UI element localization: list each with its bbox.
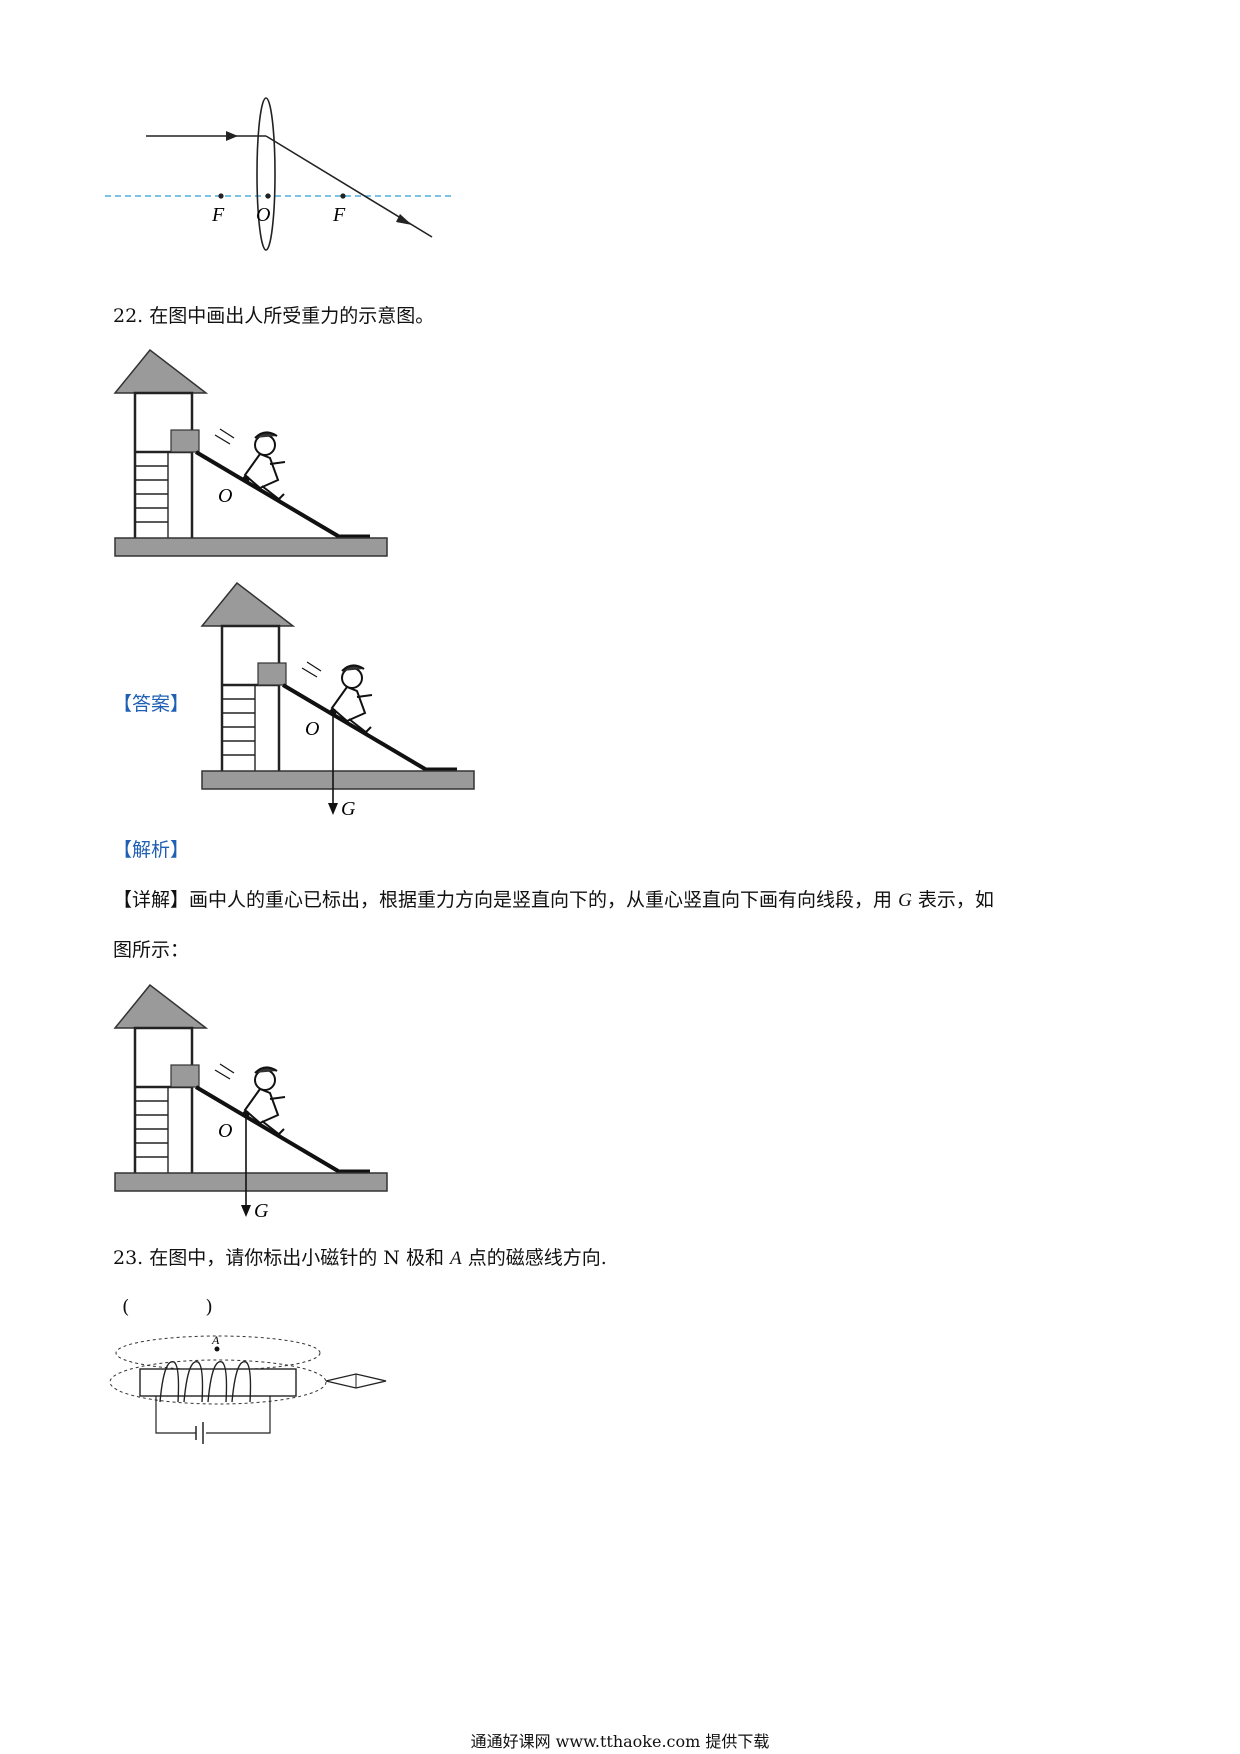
- slide-figure-answer: O G: [200, 581, 475, 820]
- tower-roof: [113, 983, 209, 1029]
- tower-ladder: [222, 685, 256, 772]
- focus-left-label: F: [211, 204, 225, 226]
- slide-surface: [194, 450, 340, 538]
- analysis-tag: 【解析】: [113, 839, 190, 861]
- slide-surface: [194, 1085, 340, 1173]
- question-text-before: 在图中，请你标出小磁针的 N 极和: [149, 1247, 444, 1269]
- tower-roof: [113, 348, 209, 394]
- question-22: 22. 在图中画出人所受重力的示意图。: [113, 303, 434, 329]
- sliding-person: [301, 661, 373, 734]
- detail-line-2: 图所示：: [113, 939, 190, 961]
- lens-ray-diagram: F O F: [105, 97, 455, 251]
- force-label: G: [254, 1200, 269, 1222]
- solenoid-coil: [159, 1361, 252, 1403]
- refracted-ray-arrow: [396, 214, 412, 225]
- tower-ladder: [135, 1087, 169, 1174]
- question-text: 在图中画出人所受重力的示意图。: [149, 305, 435, 327]
- point-label: O: [218, 1120, 232, 1142]
- detail-line-1: 【详解】画中人的重心已标出，根据重力方向是竖直向下的，从重心竖直向下画有向线段，…: [113, 887, 994, 914]
- question-23: 23. 在图中，请你标出小磁针的 N 极和 A 点的磁感线方向.: [113, 1245, 607, 1272]
- question-number: 22.: [113, 305, 144, 327]
- detail-text-before: 画中人的重心已标出，根据重力方向是竖直向下的，从重心竖直向下画有向线段，用: [189, 889, 893, 911]
- detail-symbol: G: [898, 890, 912, 911]
- slide-figure-question: O: [113, 348, 388, 557]
- circuit-wires: [155, 1396, 271, 1444]
- slide-surface: [281, 683, 427, 771]
- tower-ladder: [135, 452, 169, 539]
- detail-tag: 【详解】: [113, 889, 190, 911]
- convex-lens: [256, 97, 276, 251]
- answer-tag: 【答案】: [113, 693, 190, 715]
- answer-blank: ( ): [122, 1296, 213, 1318]
- point-a-label: A: [211, 1333, 220, 1347]
- field-line-upper: [115, 1335, 321, 1371]
- gravity-arrow-head: [328, 803, 338, 815]
- focus-left-dot: [218, 193, 224, 199]
- focus-right-dot: [340, 193, 346, 199]
- sliding-person: [214, 1063, 286, 1136]
- detail-text-after: 表示，如: [917, 889, 994, 911]
- page-footer: 通通好课网 www.tthaoke.com 提供下载: [470, 1732, 770, 1751]
- focus-right-label: F: [332, 204, 346, 226]
- force-label: G: [341, 798, 356, 820]
- solenoid-core: [139, 1368, 297, 1397]
- field-line-lower: [109, 1359, 327, 1405]
- question-symbol: A: [450, 1248, 462, 1269]
- slide-top-box: [257, 662, 287, 686]
- sliding-person: [214, 428, 286, 501]
- ground: [114, 537, 388, 557]
- incident-ray-arrow: [226, 131, 238, 141]
- slide-top-box: [170, 429, 200, 453]
- slide-top-box: [170, 1064, 200, 1088]
- slide-figure-detail: O G: [113, 983, 388, 1222]
- center-dot: [265, 193, 271, 199]
- gravity-arrow-head: [241, 1205, 251, 1217]
- question-number: 23.: [113, 1247, 144, 1269]
- point-a-dot: [214, 1346, 220, 1352]
- center-label: O: [256, 204, 270, 226]
- center-of-gravity-dot: [242, 475, 250, 483]
- ground: [201, 770, 475, 790]
- compass-needle-icon: [325, 1373, 387, 1389]
- question-text-after: 点的磁感线方向.: [467, 1247, 607, 1269]
- solenoid-figure: A: [109, 1333, 387, 1444]
- point-label: O: [218, 485, 232, 507]
- tower-roof: [200, 581, 296, 627]
- ground: [114, 1172, 388, 1192]
- point-label: O: [305, 718, 319, 740]
